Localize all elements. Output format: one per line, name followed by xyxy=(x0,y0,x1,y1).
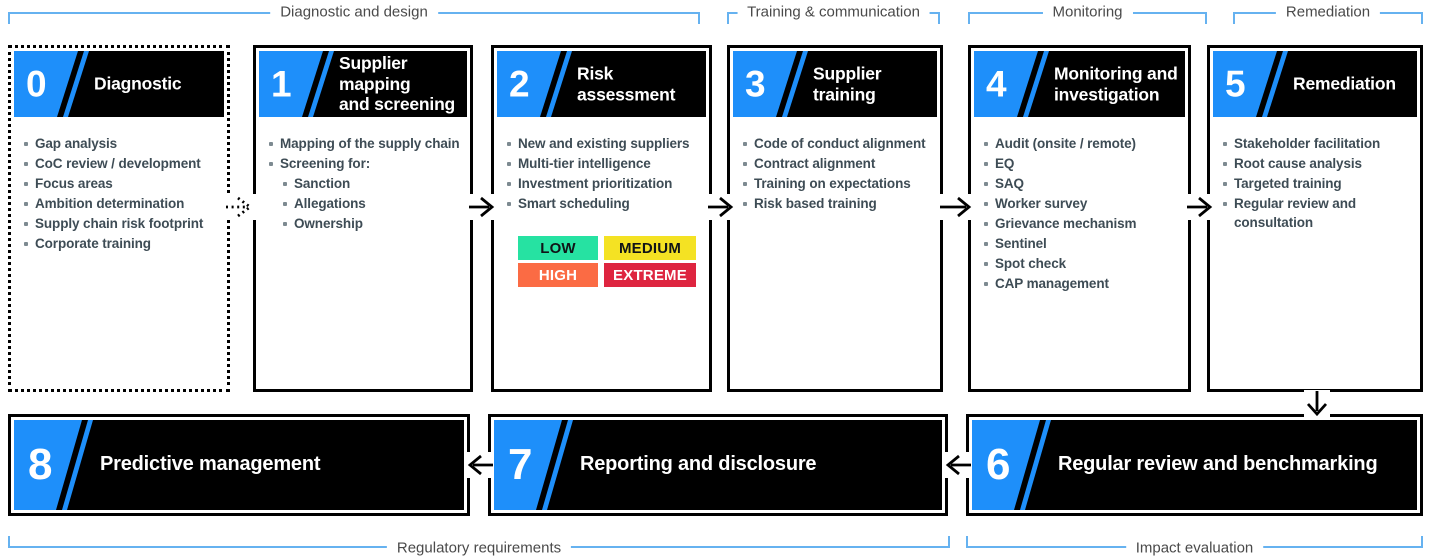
list-item: Ambition determination xyxy=(21,194,222,213)
stage-number: 8 xyxy=(28,440,53,489)
stage-number: 5 xyxy=(1225,63,1246,105)
list-item: CAP management xyxy=(981,274,1183,293)
bracket-diagnostic-and-design: Diagnostic and design xyxy=(8,3,700,24)
list-item: Supply chain risk footprint xyxy=(21,214,222,233)
stage-header: 0 Diagnostic xyxy=(14,51,224,117)
list-item: Focus areas xyxy=(21,174,222,193)
list-item: Regular review and consultation xyxy=(1220,194,1415,232)
list-item: Mapping of the supply chain xyxy=(266,134,465,153)
list-item: Corporate training xyxy=(21,234,222,253)
stage-number: 2 xyxy=(509,63,530,105)
stage-title: Predictive management xyxy=(100,453,321,476)
stage-title: Reporting and disclosure xyxy=(580,453,817,476)
stage-1-supplier-mapping: 1 Supplier mapping and screening Mapping… xyxy=(253,45,473,392)
stage-header: 4 Monitoring and investigation xyxy=(974,51,1185,117)
stage-header: 5 Remediation xyxy=(1213,51,1417,117)
arrow-down-icon xyxy=(1304,390,1330,418)
list-item: Training on expectations xyxy=(740,174,935,193)
list-item: Investment prioritization xyxy=(504,174,704,193)
bracket-label: Impact evaluation xyxy=(1125,539,1264,557)
stage-title: Remediation xyxy=(1293,73,1396,94)
list-item: CoC review / development xyxy=(21,154,222,173)
list-item: Risk based training xyxy=(740,194,935,213)
stage-number: 4 xyxy=(986,63,1007,105)
list-item: Worker survey xyxy=(981,194,1183,213)
risk-badge-extreme: EXTREME xyxy=(604,263,696,287)
stage-number: 1 xyxy=(271,63,292,105)
arrow-left-icon xyxy=(466,452,494,478)
bracket-training-communication: Training & communication xyxy=(727,3,940,24)
bracket-impact-evaluation: Impact evaluation xyxy=(966,536,1423,557)
list-item: New and existing suppliers xyxy=(504,134,704,153)
stage-header: 1 Supplier mapping and screening xyxy=(259,51,467,117)
bracket-label: Monitoring xyxy=(1042,3,1133,21)
stage-6-regular-review-benchmarking: 6 Regular review and benchmarking xyxy=(966,414,1423,516)
stage-header: 3 Supplier training xyxy=(733,51,937,117)
list-item: Multi-tier intelligence xyxy=(504,154,704,173)
stage-number: 6 xyxy=(986,440,1011,489)
list-item: SAQ xyxy=(981,174,1183,193)
list-item: Targeted training xyxy=(1220,174,1415,193)
stage-number: 3 xyxy=(745,63,766,105)
bracket-regulatory-requirements: Regulatory requirements xyxy=(8,536,950,557)
list-item: Gap analysis xyxy=(21,134,222,153)
bracket-remediation: Remediation xyxy=(1233,3,1423,24)
risk-badge-high: HIGH xyxy=(518,263,598,287)
bracket-monitoring: Monitoring xyxy=(968,3,1207,24)
risk-badge-medium: MEDIUM xyxy=(604,236,696,260)
list-item: Sentinel xyxy=(981,234,1183,253)
list-item: Audit (onsite / remote) xyxy=(981,134,1183,153)
stage-title: Monitoring and investigation xyxy=(1054,63,1178,104)
list-item: Grievance mechanism xyxy=(981,214,1183,233)
stage-2-risk-assessment: 2 Risk assessment New and existing suppl… xyxy=(491,45,712,392)
stage-title: Regular review and benchmarking xyxy=(1058,453,1378,476)
arrow-right-icon xyxy=(707,194,735,220)
list-item: Root cause analysis xyxy=(1220,154,1415,173)
stage-number: 0 xyxy=(26,63,47,105)
stage-header: 6 Regular review and benchmarking xyxy=(972,420,1417,510)
arrow-right-icon xyxy=(468,194,496,220)
arrow-left-icon xyxy=(944,452,972,478)
stage-number: 7 xyxy=(508,440,533,489)
stage-title: Supplier mapping and screening xyxy=(339,53,456,115)
stage-8-predictive-management: 8 Predictive management xyxy=(8,414,470,516)
list-item: Contract alignment xyxy=(740,154,935,173)
bracket-label: Remediation xyxy=(1275,3,1381,21)
stage-4-monitoring-investigation: 4 Monitoring and investigation Audit (on… xyxy=(968,45,1191,392)
stage-3-supplier-training: 3 Supplier training Code of conduct alig… xyxy=(727,45,943,392)
stage-header: 7 Reporting and disclosure xyxy=(494,420,942,510)
list-item: Smart scheduling xyxy=(504,194,704,213)
dotted-arrow-right-icon xyxy=(225,194,257,220)
list-item: Stakeholder facilitation xyxy=(1220,134,1415,153)
list-item: EQ xyxy=(981,154,1183,173)
list-item: Sanction xyxy=(280,174,465,193)
stage-title: Diagnostic xyxy=(94,73,182,94)
list-item: Ownership xyxy=(280,214,465,233)
list-item: Allegations xyxy=(280,194,465,213)
list-item: Code of conduct alignment xyxy=(740,134,935,153)
stage-7-reporting-disclosure: 7 Reporting and disclosure xyxy=(488,414,948,516)
list-item: Spot check xyxy=(981,254,1183,273)
list-item: Screening for: xyxy=(266,154,465,173)
bracket-label: Training & communication xyxy=(737,3,930,21)
arrow-right-icon xyxy=(939,194,973,220)
bracket-label: Regulatory requirements xyxy=(386,539,572,557)
stage-title: Supplier training xyxy=(813,63,882,104)
stage-header: 8 Predictive management xyxy=(14,420,464,510)
bracket-label: Diagnostic and design xyxy=(270,3,438,21)
arrow-right-icon xyxy=(1186,194,1214,220)
stage-title: Risk assessment xyxy=(577,63,676,104)
risk-badge-low: LOW xyxy=(518,236,598,260)
stage-header: 2 Risk assessment xyxy=(497,51,706,117)
